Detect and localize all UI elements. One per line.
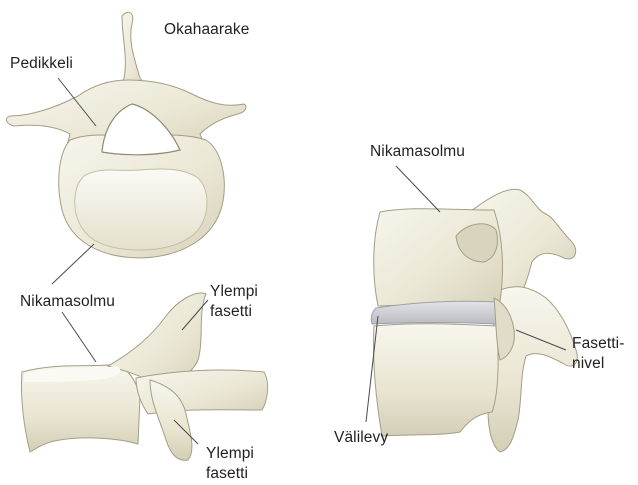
label-fasetti-2: nivel xyxy=(572,354,604,374)
leader-nikamasolmu-top xyxy=(52,244,94,284)
label-fasetti-1: Fasetti- xyxy=(572,334,624,354)
label-ylempi-upper-1: Ylempi xyxy=(210,282,258,302)
label-pedikkeli: Pedikkeli xyxy=(10,54,73,74)
top-view-vertebra xyxy=(7,12,246,258)
label-nikamasolmu-right: Nikamasolmu xyxy=(370,142,465,162)
leader-nikamasolmu-side xyxy=(62,312,96,362)
stack-lower-body-shape xyxy=(373,324,498,436)
label-okahaarake: Okahaarake xyxy=(164,20,249,40)
vertebral-endplate-shape xyxy=(75,169,207,250)
label-nikamasolmu-top: Nikamasolmu xyxy=(20,292,115,312)
label-ylempi-lower-1: Ylempi xyxy=(206,444,254,464)
label-ylempi-lower-2: fasetti xyxy=(206,464,248,484)
leader-nikamasolmu-right xyxy=(396,166,440,212)
label-ylempi-upper-2: fasetti xyxy=(210,302,252,322)
label-valilevy: Välilevy xyxy=(334,428,388,448)
vertebra-stack xyxy=(371,189,577,452)
